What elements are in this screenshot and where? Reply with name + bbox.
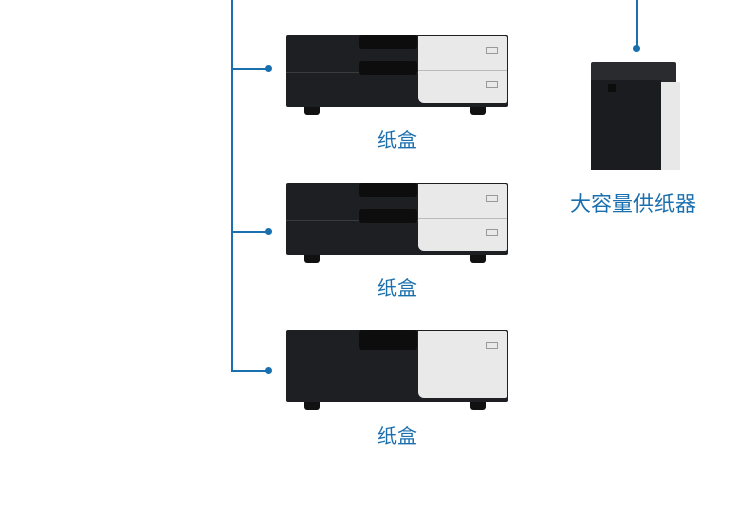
paper-tray-label-2: 纸盒 — [377, 276, 417, 300]
connector-dot-3 — [265, 367, 272, 374]
paper-tray-label-1: 纸盒 — [377, 128, 417, 152]
paper-tray-image-2 — [286, 183, 508, 265]
connector-dot-lct — [633, 45, 640, 52]
connector-vertical-left — [231, 0, 233, 372]
paper-tray-image-3 — [286, 330, 508, 412]
connector-branch-3 — [232, 370, 268, 372]
paper-tray-label-3: 纸盒 — [377, 424, 417, 448]
connector-vertical-right — [636, 0, 638, 48]
connector-dot-1 — [265, 65, 272, 72]
connector-dot-2 — [265, 228, 272, 235]
paper-tray-image-1 — [286, 35, 508, 117]
connector-branch-1 — [232, 68, 268, 70]
connector-branch-2 — [232, 231, 268, 233]
large-capacity-feeder-label: 大容量供纸器 — [570, 192, 696, 216]
large-capacity-feeder-image — [591, 62, 680, 174]
